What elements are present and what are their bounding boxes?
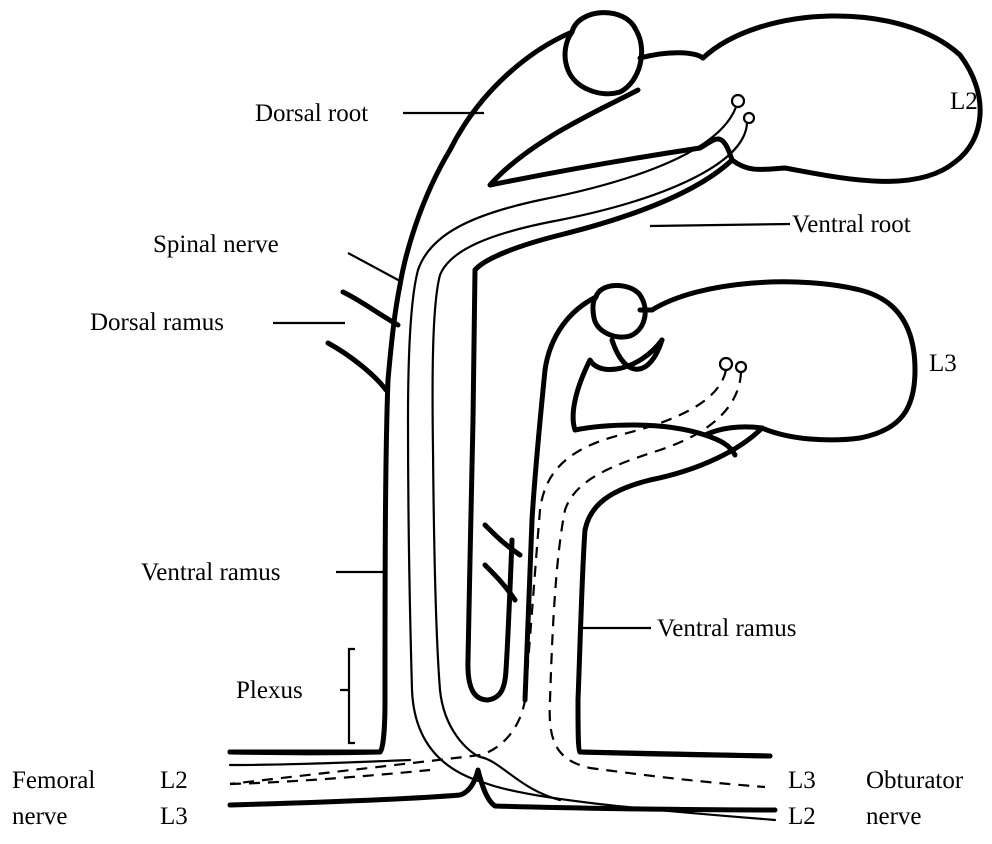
l2-dorsal-root-ganglion bbox=[565, 13, 642, 94]
l2-dorsal-root-outer bbox=[400, 32, 572, 285]
inner-u-loop bbox=[468, 270, 512, 700]
label-ventral-ramus-left: Ventral ramus bbox=[141, 560, 281, 585]
l3-dorsal-root-ganglion bbox=[593, 285, 645, 337]
femoral-l3-dashed bbox=[230, 770, 430, 784]
l3-dorsal-root-outer bbox=[525, 297, 596, 700]
plexus-bracket bbox=[340, 649, 355, 743]
l3-ganglion-arc bbox=[612, 340, 662, 369]
leader-ventral-root bbox=[650, 224, 790, 226]
l3-motor-axon-dashed-1 bbox=[230, 370, 726, 784]
label-obturator-l3: L3 bbox=[788, 768, 816, 793]
dorsal-ramus-lower bbox=[328, 343, 386, 390]
l2-dorsal-root-inner bbox=[490, 53, 732, 185]
l3-dorsal-ramus-upper bbox=[485, 525, 520, 555]
dorsal-ramus-upper bbox=[343, 292, 398, 325]
l3-cord-segment bbox=[652, 282, 915, 440]
label-femoral-nerve: nerve bbox=[12, 804, 68, 829]
label-plexus: Plexus bbox=[236, 678, 303, 703]
label-l2: L2 bbox=[950, 89, 978, 114]
l2-ventral-root-band bbox=[475, 160, 732, 270]
label-obturator-nerve: nerve bbox=[866, 804, 922, 829]
label-dorsal-root: Dorsal root bbox=[255, 101, 368, 126]
label-femoral-l2: L2 bbox=[160, 768, 188, 793]
l2-motor-cell-2 bbox=[744, 113, 754, 123]
leader-spinal-nerve bbox=[348, 253, 400, 281]
l3-motor-cell-1 bbox=[720, 358, 732, 370]
l3-motor-cell-2 bbox=[736, 362, 746, 372]
label-obturator-l2: L2 bbox=[788, 804, 816, 829]
label-femoral-l3: L3 bbox=[160, 804, 188, 829]
label-femoral: Femoral bbox=[12, 768, 95, 793]
femoral-nerve-bottom bbox=[230, 770, 775, 810]
l2-motor-cell-1 bbox=[732, 95, 744, 107]
label-l3: L3 bbox=[929, 351, 957, 376]
femoral-l2-line bbox=[230, 760, 410, 765]
label-dorsal-ramus: Dorsal ramus bbox=[90, 310, 224, 335]
label-ventral-root: Ventral root bbox=[792, 212, 911, 237]
obturator-nerve-top bbox=[580, 752, 770, 756]
label-obturator: Obturator bbox=[866, 768, 963, 793]
label-ventral-ramus-right: Ventral ramus bbox=[657, 616, 797, 641]
l3-ventral-root-band bbox=[578, 428, 770, 756]
label-spinal-nerve: Spinal nerve bbox=[153, 232, 279, 257]
